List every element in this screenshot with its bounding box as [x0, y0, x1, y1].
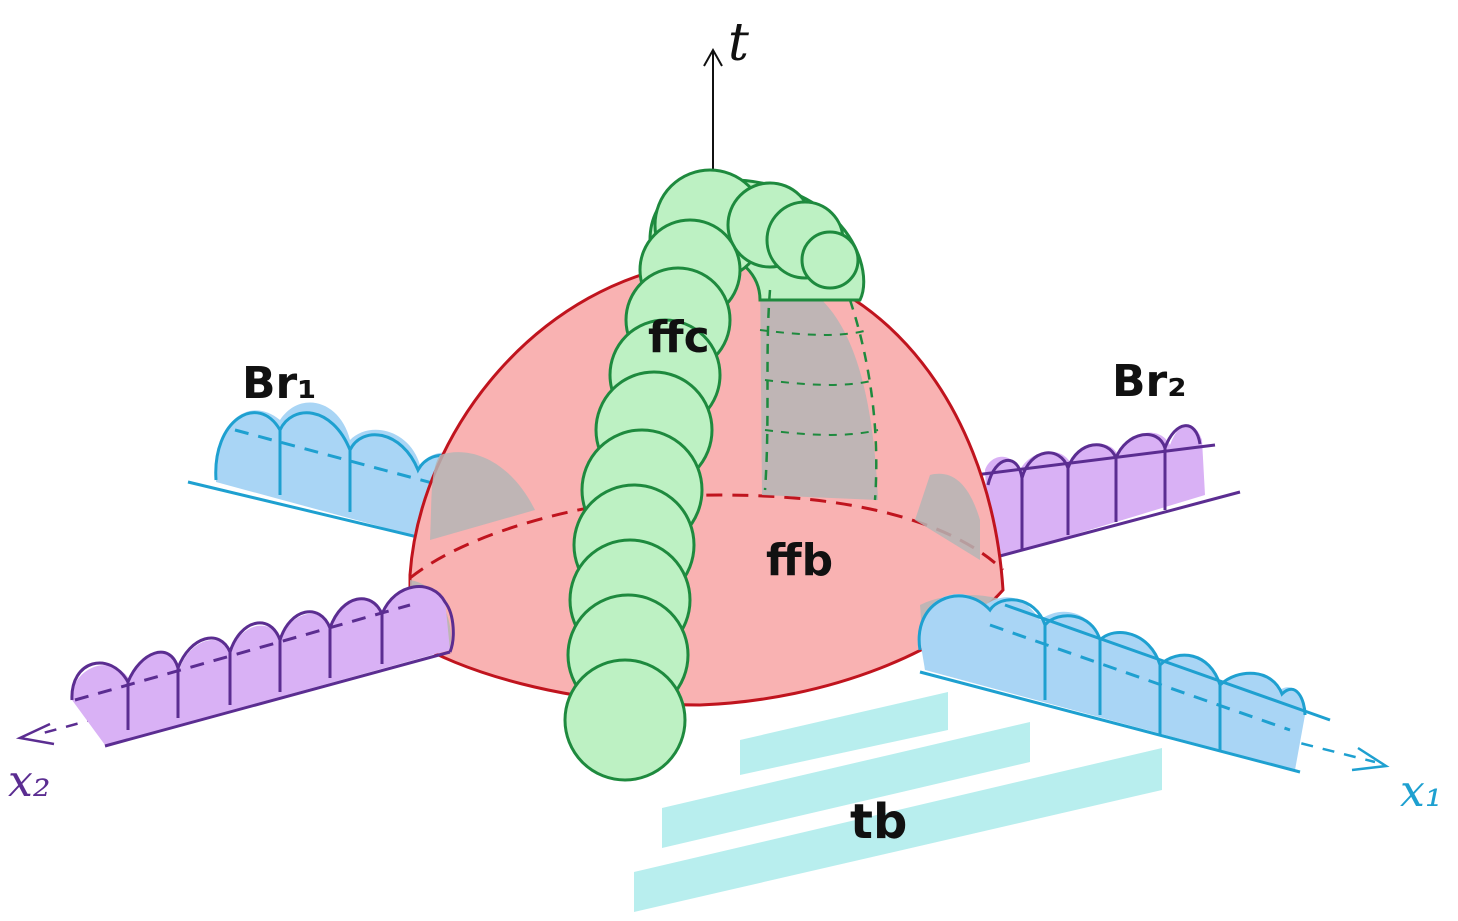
ffb-label: ffb	[766, 535, 833, 586]
x2-axis-label: x₂	[8, 756, 50, 807]
br2-purple-tube	[974, 424, 1241, 562]
arrow-left-icon	[15, 722, 55, 746]
ffc-green-tube	[563, 168, 879, 782]
arrow-up-icon	[703, 47, 723, 67]
x1-axis-label: x₁	[1400, 766, 1442, 817]
br1-label: Br₁	[242, 358, 317, 409]
t-axis: t	[703, 13, 749, 180]
br2-label: Br₂	[1112, 356, 1187, 407]
tb-strip-1	[740, 692, 948, 775]
ffc-label: ffc	[648, 312, 710, 363]
t-axis-label: t	[728, 13, 749, 73]
arrow-right-icon	[1351, 746, 1390, 772]
tb-strip-2	[662, 722, 1030, 848]
tb-label: tb	[850, 794, 907, 850]
x1-axis: x₁	[1279, 736, 1442, 817]
x1-blue-tube	[917, 593, 1331, 774]
tb-strips	[634, 692, 1162, 912]
x2-axis: x₂	[8, 710, 121, 807]
tb-strip-3	[634, 748, 1162, 912]
x2-purple-tube	[70, 585, 455, 748]
